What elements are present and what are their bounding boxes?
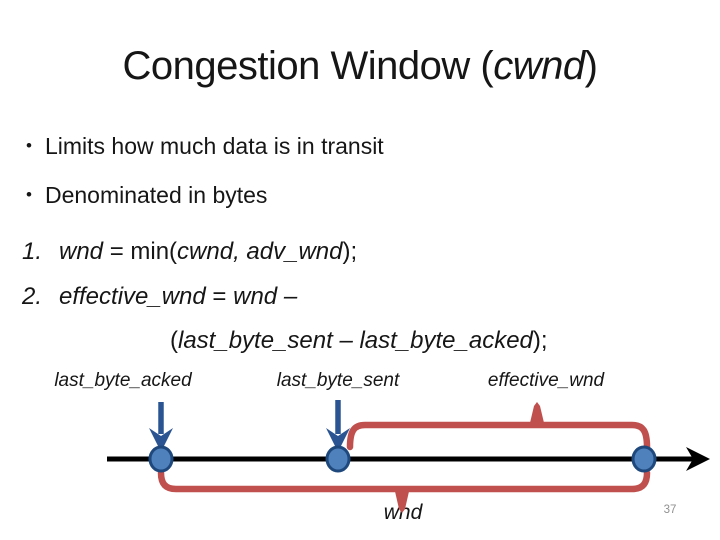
bullet-icon: • — [26, 136, 32, 155]
formula-op: ); — [342, 238, 358, 265]
effective-wnd-bracket-pointer — [529, 402, 545, 427]
bullet-text: Limits how much data is in transit — [44, 133, 384, 159]
list-number: 1. — [22, 238, 43, 265]
last-byte-sent-dot — [325, 445, 351, 473]
title-cwnd-italic: cwnd — [493, 44, 585, 88]
label-last-byte-acked: last_byte_acked — [54, 370, 192, 391]
effective-wnd-bracket — [346, 421, 651, 451]
formula-var: wnd – — [233, 283, 298, 310]
timeline-arrowhead-icon — [686, 447, 710, 471]
title-close-paren: ) — [584, 44, 598, 88]
last-byte-sent-arrowhead-icon — [326, 428, 350, 452]
title-text: Congestion Window ( — [122, 44, 494, 88]
timeline-diagram — [107, 400, 710, 513]
list-number: 2. — [22, 283, 43, 310]
wnd-bracket-pointer — [394, 487, 410, 513]
bullet-item-bytes: • Denominated in bytes — [26, 180, 267, 210]
formula-op: = — [205, 283, 234, 310]
slide-title: Congestion Window (cwnd) — [0, 44, 720, 89]
formula-op: ( — [170, 327, 178, 354]
label-wnd: wnd — [383, 501, 423, 524]
wnd-bracket — [157, 469, 651, 493]
last-byte-acked-arrowhead-icon — [149, 428, 173, 452]
label-effective-wnd: effective_wnd — [487, 370, 605, 391]
formula-line-2-continuation: (last_byte_sent – last_byte_acked); — [170, 325, 548, 357]
bullet-icon: • — [26, 185, 32, 204]
formula-var: effective_wnd — [59, 283, 206, 310]
window-end-dot — [631, 445, 657, 473]
formula-line-1: 1. wnd = min(cwnd, adv_wnd); — [22, 236, 357, 268]
formula-line-2: 2. effective_wnd = wnd – — [22, 281, 297, 313]
formula-var: cwnd, adv_wnd — [177, 238, 343, 265]
page-number: 37 — [663, 504, 677, 516]
formula-op: ); — [532, 327, 548, 354]
formula-op: = min( — [103, 238, 178, 265]
last-byte-acked-dot — [148, 445, 174, 473]
bullet-item-transit: • Limits how much data is in transit — [26, 131, 384, 161]
bullet-text: Denominated in bytes — [44, 182, 268, 208]
formula-var: last_byte_sent – last_byte_acked — [178, 327, 533, 354]
formula-var: wnd — [59, 238, 104, 265]
label-last-byte-sent: last_byte_sent — [276, 370, 400, 391]
